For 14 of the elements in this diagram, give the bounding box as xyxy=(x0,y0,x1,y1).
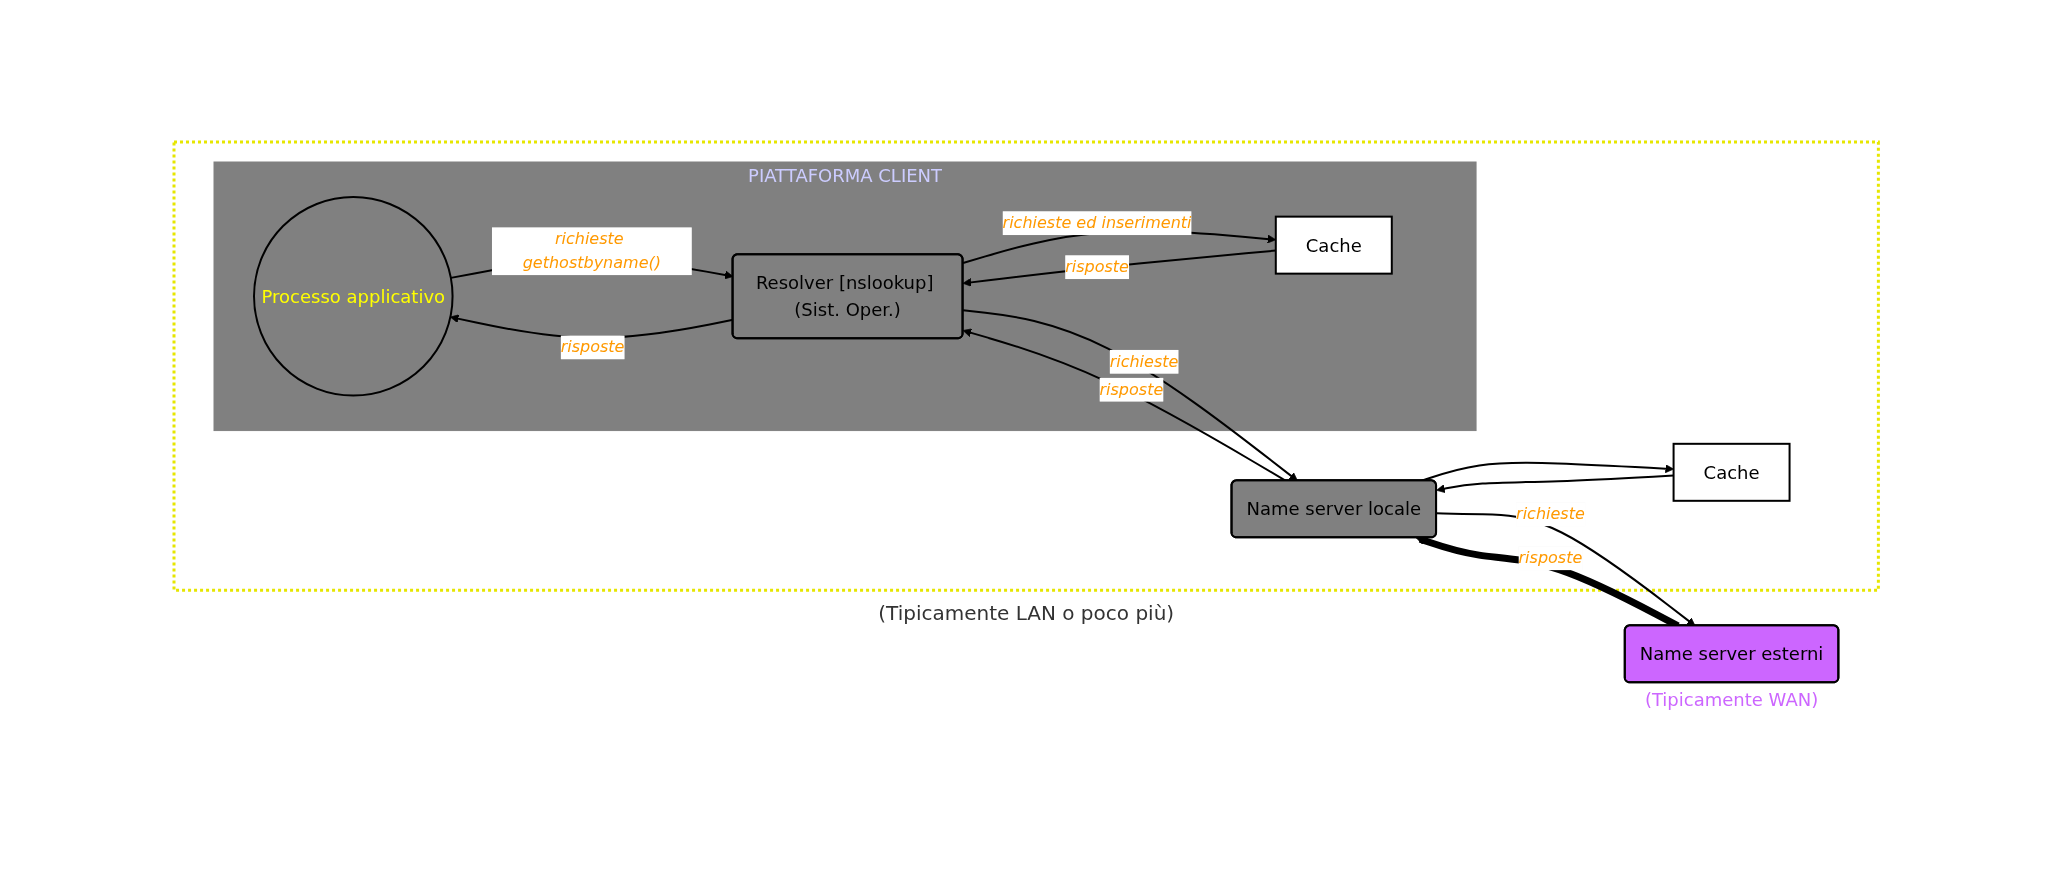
cluster xyxy=(172,140,1881,593)
edge-label: risposte xyxy=(1099,380,1164,400)
node-circle: Processo applicativo xyxy=(253,196,454,397)
edge-label: risposte xyxy=(560,337,625,357)
node-label: (Tipicamente LAN o poco più) xyxy=(878,601,1175,626)
node-label: (Tipicamente WAN) xyxy=(1645,689,1819,711)
edge-label: richieste xyxy=(1516,504,1586,524)
edge-label: richieste xyxy=(1109,352,1179,372)
node-box: Cache xyxy=(1672,443,1791,503)
edge-label: richieste gethostbyname() xyxy=(523,229,662,273)
edge-label: risposte xyxy=(1518,548,1583,568)
edge-label: richieste ed inserimenti xyxy=(1002,213,1192,233)
node-box: Cache xyxy=(1275,216,1394,275)
edge-label: risposte xyxy=(1065,257,1130,277)
